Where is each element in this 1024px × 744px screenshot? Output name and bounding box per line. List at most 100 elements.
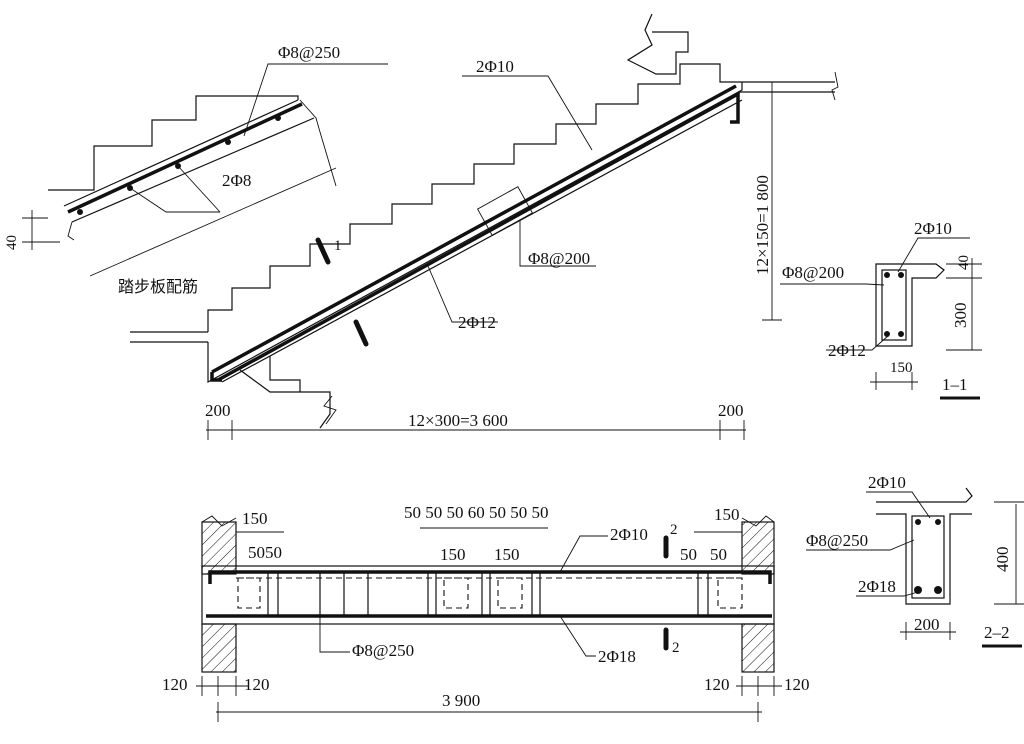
left-support-label: 200 bbox=[205, 401, 231, 420]
leader-stirrups bbox=[519, 220, 596, 267]
section-1-bar bbox=[884, 272, 890, 278]
beam-stirrup-dash bbox=[497, 577, 523, 609]
dim-right-walls bbox=[736, 676, 782, 696]
section-mark-1-lower bbox=[353, 319, 369, 347]
leader-s2-top bbox=[866, 491, 931, 519]
section-2-stirrup bbox=[911, 515, 945, 599]
section-1-stirrup bbox=[881, 269, 907, 341]
tread-steps bbox=[48, 95, 299, 191]
s1-height: 300 bbox=[951, 303, 970, 329]
step-profile bbox=[207, 63, 738, 332]
section-1-bar bbox=[898, 272, 904, 278]
top-rebar bbox=[211, 84, 737, 374]
tread-bar-dot bbox=[275, 115, 281, 121]
dim-span-label: 3 900 bbox=[442, 691, 480, 710]
s2-height-dim bbox=[994, 501, 1024, 605]
bottom-hook bbox=[210, 372, 222, 382]
leader-s2-bottom bbox=[856, 591, 919, 597]
dim-wall-left-b: 120 bbox=[244, 675, 270, 694]
lower-landing bbox=[130, 331, 208, 343]
wall-left-lower bbox=[201, 623, 237, 673]
dim-mid-150a: 150 bbox=[440, 545, 466, 564]
break-line-upper bbox=[831, 71, 839, 101]
stringer-outline bbox=[207, 82, 743, 384]
leader-beam-stirrup bbox=[319, 596, 350, 653]
run-dim-label: 12×300=3 600 bbox=[408, 411, 508, 430]
section-1-outline bbox=[875, 263, 945, 347]
s2-top-bars: 2Φ10 bbox=[868, 473, 906, 492]
upper-landing bbox=[738, 81, 835, 93]
section-1-1: 2Φ10 Φ8@200 2Φ12 40 300 150 1–1 bbox=[780, 219, 982, 400]
s2-height: 400 bbox=[993, 547, 1012, 573]
section-mark-2-top-label: 2 bbox=[670, 522, 678, 538]
cover-label: 40 bbox=[4, 235, 20, 250]
stair-elevation: 1 2Φ10 Φ8@200 2Φ12 12×150=1 800 200 12×3… bbox=[130, 13, 839, 440]
dim-left-150: 150 bbox=[242, 509, 268, 528]
tread-breaks bbox=[67, 99, 337, 241]
section-mark-1-upper bbox=[315, 237, 331, 265]
s1-width: 150 bbox=[890, 360, 913, 376]
tread-bar-dot bbox=[225, 139, 231, 145]
wall-left-upper bbox=[201, 521, 237, 575]
section-1-bar bbox=[898, 331, 904, 337]
label-bottom-bars: 2Φ12 bbox=[458, 313, 496, 332]
beam-bottom-bars: 2Φ18 bbox=[598, 647, 636, 666]
dim-left-5050: 5050 bbox=[248, 543, 282, 562]
dim-wall-right-a: 120 bbox=[704, 675, 730, 694]
leader-top-bars bbox=[462, 75, 593, 151]
s2-stirrups: Φ8@250 bbox=[806, 531, 868, 550]
section-mark-1-label: 1 bbox=[334, 238, 342, 254]
leader-distribution bbox=[243, 63, 388, 137]
s1-bottom-bars: 2Φ12 bbox=[828, 341, 866, 360]
leader-s1-top bbox=[897, 237, 970, 273]
break-line-lower bbox=[323, 395, 337, 425]
beam-outline bbox=[201, 565, 775, 625]
wall-breaks bbox=[201, 515, 775, 527]
s2-bottom-bars: 2Φ18 bbox=[858, 577, 896, 596]
s1-top-bars: 2Φ10 bbox=[914, 219, 952, 238]
beam-stirrup-dash bbox=[717, 577, 743, 609]
beam-stirrups: Φ8@250 bbox=[352, 641, 414, 660]
cover-dim bbox=[22, 210, 60, 250]
section-2-outline bbox=[876, 487, 973, 605]
leader-main-bars bbox=[129, 165, 221, 213]
dim-right-50b: 50 bbox=[710, 545, 727, 564]
stringer-soffit bbox=[221, 99, 743, 383]
section-2-bar bbox=[934, 586, 942, 594]
dim-left-walls bbox=[196, 676, 248, 696]
height-dim-label: 12×150=1 800 bbox=[753, 175, 772, 275]
leader-s1-stirrup bbox=[780, 283, 885, 286]
stirrup-zone bbox=[476, 186, 534, 236]
upper-flight bbox=[626, 13, 689, 75]
leader-bottom-bars bbox=[427, 265, 498, 323]
beam-top-bars: 2Φ10 bbox=[610, 525, 648, 544]
section-2-bar bbox=[935, 519, 941, 525]
beam-stirrup-dash bbox=[443, 577, 469, 609]
section-2-bar bbox=[914, 586, 922, 594]
s1-width-dim bbox=[870, 372, 918, 390]
tread-dim-line bbox=[89, 167, 337, 277]
section-2-2: 2Φ10 Φ8@250 2Φ18 400 200 2–2 bbox=[806, 473, 1024, 648]
beam-elevation: 2 2 2Φ10 2Φ18 Φ8@250 150 5050 50 50 50 6… bbox=[162, 503, 810, 722]
leader-s1-bottom bbox=[826, 335, 889, 351]
leader-beam-top bbox=[559, 535, 608, 573]
label-distribution: Φ8@250 bbox=[278, 43, 340, 62]
s1-title: 1–1 bbox=[942, 375, 968, 394]
tread-detail: Φ8@250 2Φ8 40 踏步板配筋 bbox=[4, 43, 388, 296]
wall-right-lower bbox=[741, 623, 775, 673]
s1-stirrups: Φ8@200 bbox=[782, 263, 844, 282]
dim-mid-150b: 150 bbox=[494, 545, 520, 564]
label-stirrups: Φ8@200 bbox=[528, 249, 590, 268]
beam-stirrup-dash bbox=[237, 577, 261, 609]
lower-flight bbox=[239, 356, 331, 429]
tread-caption: 踏步板配筋 bbox=[118, 277, 198, 296]
dim-mid-top: 50 50 50 60 50 50 50 bbox=[404, 503, 549, 522]
bottom-rebar bbox=[217, 91, 740, 382]
dim-right-150: 150 bbox=[714, 505, 740, 524]
dim-wall-right-b: 120 bbox=[784, 675, 810, 694]
wall-right-upper bbox=[741, 521, 775, 575]
s2-width: 200 bbox=[914, 615, 940, 634]
right-support-label: 200 bbox=[718, 401, 744, 420]
label-top-bars: 2Φ10 bbox=[476, 57, 514, 76]
